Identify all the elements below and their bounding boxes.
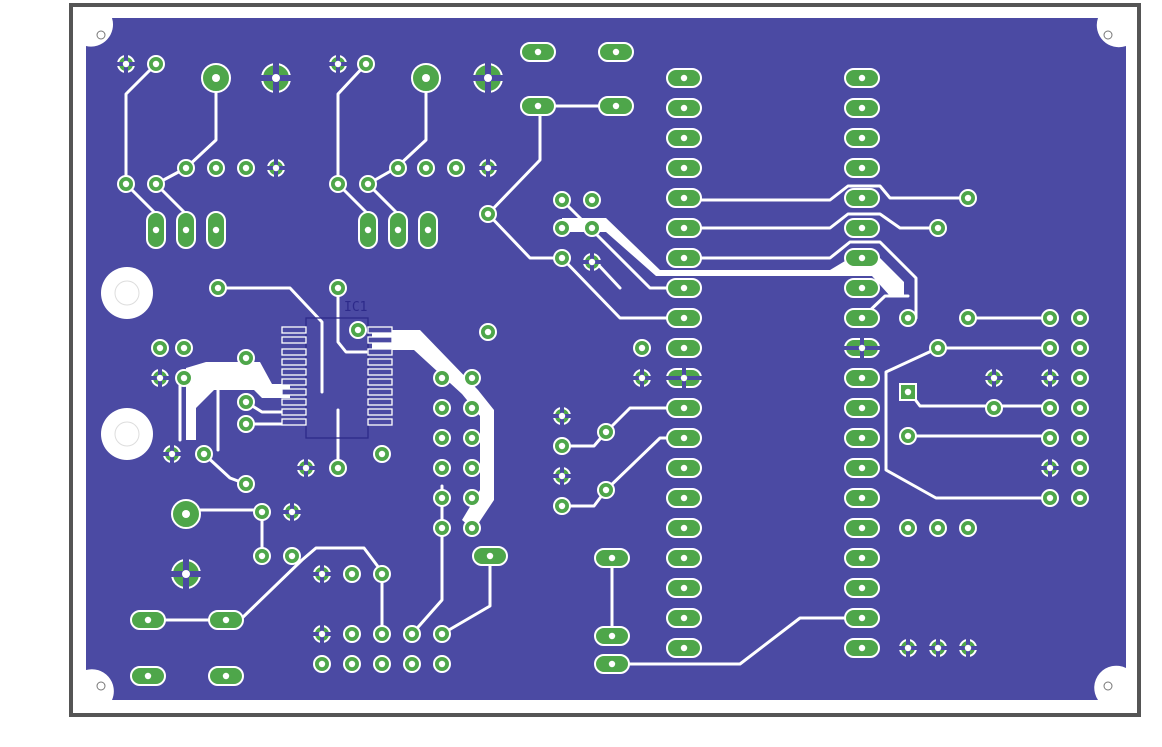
header-right-pin-18 [844,578,880,598]
header-left-column [664,68,704,658]
header-left-pin-4 [666,158,702,178]
header-left-pin-7 [666,248,702,268]
ic1-label: IC1 [344,300,367,315]
header-right-pin-6 [844,218,880,238]
header-right-pin-15 [844,488,880,508]
header-right-pin-13 [844,428,880,448]
header-right-pin-16 [844,518,880,538]
mounting-holes [96,30,1113,691]
drill-hole [858,344,866,352]
header-right-pin-4 [844,158,880,178]
header-left-pin-1 [666,68,702,88]
header-left-pin-17 [666,548,702,568]
header-left-pin-5 [666,188,702,208]
header-right-pin-3 [844,128,880,148]
drill-hole [680,374,688,382]
header-left-pin-14 [666,458,702,478]
header-right-pin-1 [844,68,880,88]
header-right-pin-20 [844,638,880,658]
header-right-pin-11 [844,368,880,388]
header-right-column [842,68,882,658]
header-left-pin-18 [666,578,702,598]
header-right-pin-2 [844,98,880,118]
header-right-pin-8 [844,278,880,298]
header-right-pin-7 [844,248,880,268]
header-left-pin-16 [666,518,702,538]
header-left-pin-8 [666,278,702,298]
header-left-pin-12 [666,398,702,418]
header-right-pin-12 [844,398,880,418]
header-left-pin-6 [666,218,702,238]
header-left-pin-3 [666,128,702,148]
header-left-pin-9 [666,308,702,328]
header-right-pin-9 [844,308,880,328]
header-left-pin-2 [666,98,702,118]
header-right-pin-17 [844,548,880,568]
header-right-pin-14 [844,458,880,478]
header-left-pin-10 [666,338,702,358]
ic1-footprint: IC1 [281,300,393,439]
header-left-pin-15 [666,488,702,508]
header-left-pin-19 [666,608,702,628]
header-left-pin-13 [666,428,702,448]
header-left-pin-20 [666,638,702,658]
traces [124,62,1052,666]
large-clearance-holes [101,267,153,460]
header-right-pin-19 [844,608,880,628]
header-right-pin-5 [844,188,880,208]
